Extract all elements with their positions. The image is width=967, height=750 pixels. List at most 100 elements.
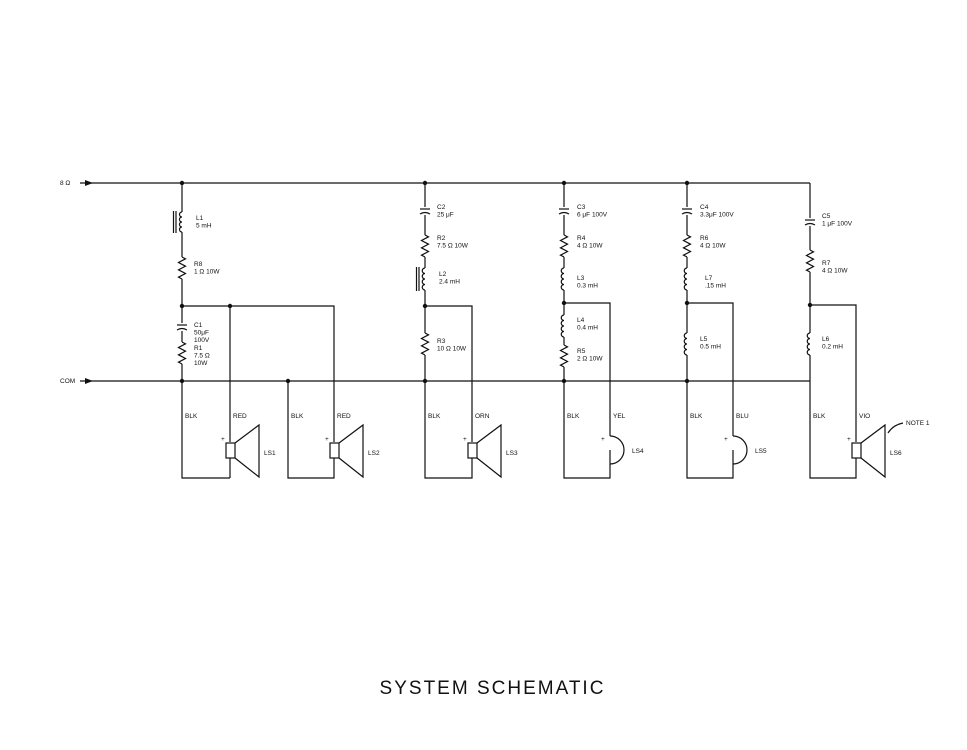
speaker-id-label: LS1: [264, 450, 276, 457]
speaker-ls4: BLK YEL + LS4: [567, 413, 644, 465]
component-label-c1: 50μF: [194, 330, 209, 337]
component-label-c1: C1: [194, 322, 203, 329]
component-label-l3: 0.3 mH: [577, 283, 598, 290]
wires: [80, 180, 857, 479]
resistor-r5: [559, 344, 569, 368]
inductor-l2: [415, 267, 426, 291]
component-label-l5: 0.5 mH: [700, 344, 721, 351]
component-label-r4: 4 Ω 10W: [577, 243, 603, 250]
speaker-pos-lead-label: VIO: [859, 413, 870, 420]
speaker-ls6: BLK VIO + LS6: [813, 413, 902, 479]
inductor-l4: [560, 314, 565, 338]
resistor-r7: [805, 249, 815, 273]
component-label-l4: 0.4 mH: [577, 325, 598, 332]
speaker-pos-lead-label: YEL: [613, 413, 626, 420]
component-label-l1: 5 mH: [196, 223, 212, 230]
speaker-ls1: BLK RED + LS1: [185, 413, 276, 479]
speakers: BLK RED + LS1 BLK RED + LS2 BLK ORN + LS3 BLK YEL + LS4…: [185, 413, 902, 479]
component-label-c5: C5: [822, 213, 831, 220]
inductor-l7: [683, 267, 688, 291]
speaker-plus-sign: +: [221, 436, 225, 443]
component-label-c2: 25 μF: [437, 212, 454, 219]
component-label-r1: 10W: [194, 360, 208, 367]
component-label-r1: 7.5 Ω: [194, 353, 210, 360]
speaker-pos-lead-label: RED: [233, 413, 247, 420]
resistor-r1: [177, 341, 187, 365]
component-label-c3: C3: [577, 204, 586, 211]
speaker-neg-lead-label: BLK: [428, 413, 441, 420]
resistor-r6: [682, 234, 692, 258]
inductor-l6: [806, 332, 811, 356]
resistor-r3: [420, 332, 430, 356]
speaker-id-label: LS5: [755, 448, 767, 455]
input-com-label: COM: [60, 378, 75, 385]
inductor-l3: [560, 267, 565, 291]
capacitor-c5: [804, 219, 816, 226]
note-leader: [887, 422, 904, 434]
component-label-r8: 1 Ω 10W: [194, 269, 220, 276]
speaker-neg-lead-label: BLK: [567, 413, 580, 420]
component-label-r5: 2 Ω 10W: [577, 356, 603, 363]
component-label-c2: C2: [437, 204, 446, 211]
speaker-id-label: LS4: [632, 448, 644, 455]
component-label-r7: R7: [822, 260, 831, 267]
component-label-r3: 10 Ω 10W: [437, 346, 467, 353]
speaker-ls2: BLK RED + LS2: [291, 413, 380, 479]
component-label-r1: R1: [194, 345, 203, 352]
component-label-c5: 1 μF 100V: [822, 221, 853, 228]
component-label-l1: L1: [196, 215, 204, 222]
speaker-plus-sign: +: [724, 436, 728, 443]
component-label-c4: 3.3μF 100V: [700, 212, 734, 219]
speaker-id-label: LS2: [368, 450, 380, 457]
input-8-ohm-label: 8 Ω: [60, 180, 70, 187]
component-label-r2: R2: [437, 235, 446, 242]
speaker-neg-lead-label: BLK: [291, 413, 304, 420]
diagram-title: SYSTEM SCHEMATIC: [379, 678, 606, 699]
speaker-plus-sign: +: [325, 436, 329, 443]
speaker-id-label: LS3: [506, 450, 518, 457]
component-label-l6: 0.2 mH: [822, 344, 843, 351]
component-label-l6: L6: [822, 336, 830, 343]
component-label-c1: 100V: [194, 337, 210, 344]
speaker-plus-sign: +: [463, 436, 467, 443]
component-label-l3: L3: [577, 275, 585, 282]
component-label-l2: L2: [439, 271, 447, 278]
component-label-r5: R5: [577, 348, 586, 355]
component-label-l5: L5: [700, 336, 708, 343]
speaker-id-label: LS6: [890, 450, 902, 457]
component-label-r2: 7.5 Ω 10W: [437, 243, 469, 250]
speaker-ls5: BLK BLU + LS5: [690, 413, 767, 465]
speaker-plus-sign: +: [847, 436, 851, 443]
component-label-l4: L4: [577, 317, 585, 324]
speaker-plus-sign: +: [601, 436, 605, 443]
speaker-pos-lead-label: BLU: [736, 413, 749, 420]
component-label-r8: R8: [194, 261, 203, 268]
speaker-neg-lead-label: BLK: [185, 413, 198, 420]
speaker-pos-lead-label: ORN: [475, 413, 490, 420]
capacitor-c1: [176, 324, 188, 331]
component-label-r3: R3: [437, 338, 446, 345]
speaker-neg-lead-label: BLK: [690, 413, 703, 420]
speaker-pos-lead-label: RED: [337, 413, 351, 420]
inductor-l5: [683, 332, 688, 356]
speaker-ls3: BLK ORN + LS3: [428, 413, 518, 479]
capacitor-c4: [681, 208, 693, 215]
component-label-l2: 2.4 mH: [439, 279, 460, 286]
component-label-l7: L7: [705, 275, 713, 282]
resistor-r8: [177, 256, 187, 280]
component-label-l7: .15 mH: [705, 283, 726, 290]
resistor-r4: [559, 234, 569, 258]
component-label-r7: 4 Ω 10W: [822, 268, 848, 275]
note-label: NOTE 1: [906, 420, 930, 427]
component-label-r6: R6: [700, 235, 709, 242]
component-label-r6: 4 Ω 10W: [700, 243, 726, 250]
speaker-neg-lead-label: BLK: [813, 413, 826, 420]
resistor-r2: [420, 234, 430, 258]
inductor-l1: [172, 211, 183, 233]
capacitor-c2: [419, 208, 431, 215]
component-label-c4: C4: [700, 204, 709, 211]
component-label-r4: R4: [577, 235, 586, 242]
component-label-c3: 6 μF 100V: [577, 212, 608, 219]
